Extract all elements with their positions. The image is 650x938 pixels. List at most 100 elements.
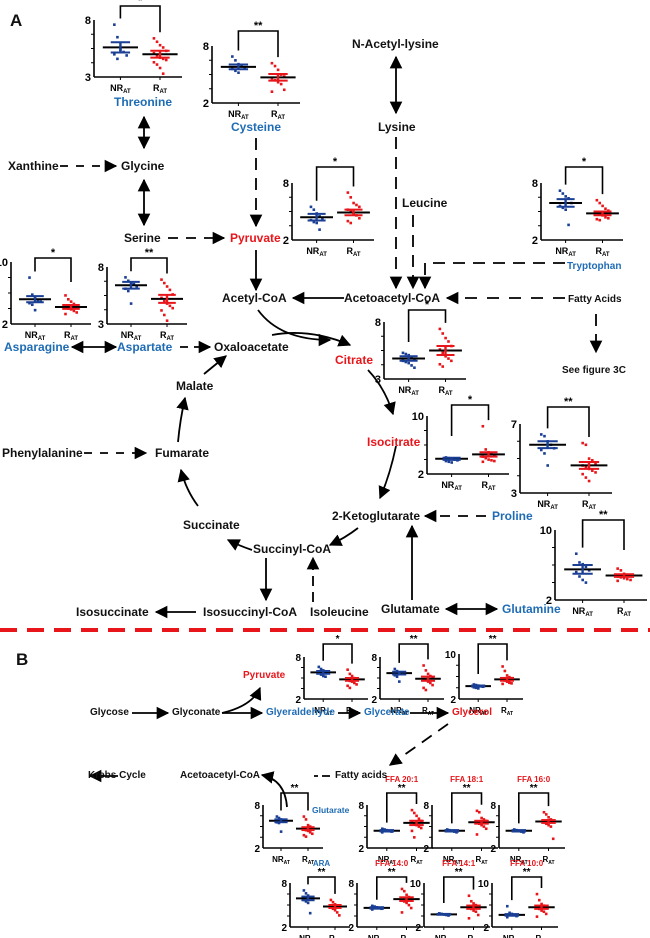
aspartate-r-point [168,304,172,308]
node-glycerol: Glycerol [452,707,493,718]
glycerate-r-point [422,686,425,690]
glutamine-nr-point [578,575,581,578]
ara-nr-point [306,901,310,905]
pyruvate-nr-point [315,221,318,225]
proline-nr-point [546,464,549,467]
citrate-xlabel-nr: NRAT [398,385,419,397]
citrate-nr-point [407,353,410,357]
node-pyruvate: Pyruvate [230,231,281,245]
ffa-20-1-ytick-label-bottom: 2 [358,844,364,855]
isocitrate-nr-point [450,461,453,464]
ffa-20-1-r-point [417,817,421,821]
glycerol-r-point [505,674,509,677]
ara-r-point [333,908,337,912]
tryptophan-r-point [595,217,599,221]
arrow-glyconate-pyruvate [221,686,262,714]
glycerate-nr-point [393,667,397,671]
ffa-18-1-significance-stars: ** [463,783,471,794]
glycerate-ytick-label-bottom: 2 [371,695,377,706]
node-cysteine: Cysteine [231,120,282,134]
isocitrate-r-point [493,459,496,463]
ffa-14-0-r-point [400,911,404,914]
node-xanthine: Xanthine [8,159,59,173]
glutarate-r-point [308,831,312,834]
tryptophan-r-point [595,198,599,202]
pyruvate-b-r-point [348,686,352,690]
ara-nr-point [308,911,312,915]
arrow-succinylcoa-succinate [226,539,253,551]
pyruvate-r-point [358,216,361,220]
ffa-10-0-ytick-label-bottom: 2 [483,923,489,934]
threonine-significance-bracket [119,5,161,33]
tryptophan-nr-point [564,195,567,198]
asparagine-r-point [72,309,76,313]
ffa-20-1-r-point [417,825,421,828]
asparagine-r-point [64,294,67,297]
citrate-r-point [447,340,450,343]
proline-r-point [587,479,591,483]
glutarate-significance-stars: ** [291,783,299,794]
cysteine-r-point [270,77,274,80]
ffa-20-1-nr-point [380,827,384,831]
threonine-r-point [161,57,165,61]
aspartate-r-point [165,285,169,288]
cysteine-r-point [279,82,283,86]
ffa-20-1-r-point [412,811,416,815]
pyruvate-b-ytick-label-bottom: 2 [295,695,301,706]
proline-significance-stars: ** [564,396,573,408]
glycerate-significance-bracket [398,643,429,663]
cysteine-nr-point [234,69,237,73]
node-fumarate: Fumarate [155,446,210,460]
ffa-18-1-r-point [482,818,486,821]
ffa-10-0-significance-stars: ** [523,867,531,878]
aspartate-r-point [160,309,163,312]
proline-r-point [584,443,588,447]
ara-xlabel-r: RAT [329,934,341,938]
node-see-figure-3c: See figure 3C [562,365,626,376]
ffa-14-1-xlabel-nr: NRAT [435,934,453,938]
glutarate-r-point [311,832,314,836]
citrate-significance-bracket [407,309,447,342]
proline-r-point [584,476,588,479]
tryptophan-r-point [601,204,604,208]
node-isocitrate: Isocitrate [367,435,421,449]
pyruvate-r-point [346,191,350,194]
ffa-10-0-xlabel-nr: NRAT [503,934,521,938]
glycerol-xlabel-r: RAT [501,706,513,717]
node-acetyl-coa: Acetyl-CoA [222,291,287,305]
ffa-20-1-significance-stars: ** [398,783,406,794]
glycerol-r-point [503,669,507,673]
glutarate-ytick-label-top: 8 [254,801,260,812]
ffa-14-1-r-point [474,910,478,913]
ffa-14-1-r-point [469,899,473,903]
pyruvate-significance-stars: * [333,156,338,168]
cysteine-nr-point [237,71,240,74]
node-glycerate: Glycerate [364,707,410,718]
ffa-10-0-r-point [535,915,539,918]
node-fatty-acids: Fatty Acids [568,294,622,305]
ara-r-point [338,914,341,917]
citrate-r-point [447,357,450,360]
glycerate-r-point [429,681,432,685]
ffa-14-1-r-point [472,909,475,912]
tryptophan-r-point [604,207,607,211]
cysteine-ytick-label-bottom: 2 [203,98,209,110]
isocitrate-ytick-label-bottom: 2 [418,469,424,481]
node-serine: Serine [124,231,161,245]
ffa-18-1-r-point [482,825,486,828]
proline-r-point [591,459,594,462]
ara-r-point [335,911,339,914]
ffa-10-0-title: FFA 10:0 [510,859,544,868]
proline-ytick-label-top: 7 [511,419,517,431]
ara-ytick-label-top: 8 [281,879,287,890]
node-threonine: Threonine [114,95,173,109]
citrate-r-point [438,362,442,366]
citrate-nr-point [410,364,413,367]
glutamine-r-point [616,567,619,570]
pyruvate-b-r-point [348,672,352,676]
glycerol-ytick-label-bottom: 2 [450,695,456,706]
ffa-14-0-nr-point [370,904,374,908]
pyruvate-r-point [352,201,355,205]
glycerate-r-point [424,669,428,672]
glycerol-r-point [501,682,504,686]
